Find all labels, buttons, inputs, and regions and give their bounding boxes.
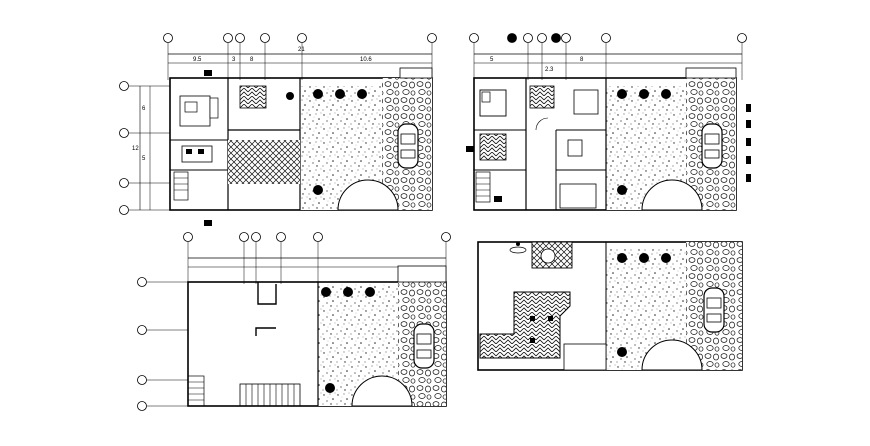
plan-2: 5 8 2.3 xyxy=(466,33,751,211)
plan-2-trees xyxy=(617,89,671,195)
plan-3-grid-bubbles-left xyxy=(137,277,188,411)
plan-2-car-icon xyxy=(701,123,723,169)
plan-2-grid-bubbles-top xyxy=(469,33,747,80)
plan-4-trees xyxy=(617,253,671,357)
plan-3-car-icon xyxy=(413,323,435,369)
plan-2-dim-top-3: 2.3 xyxy=(545,67,554,73)
plan-1-dim-left-1: 6 xyxy=(142,106,146,112)
plan-1-grid-bubbles-top xyxy=(163,33,437,80)
plan-1-trees xyxy=(286,89,367,195)
plan-1-kitchen-floor xyxy=(228,140,300,184)
plan-1-dim-left-2: 5 xyxy=(142,156,146,162)
plan-3-trees xyxy=(321,287,375,393)
plan-2-dim-top-2: 8 xyxy=(580,57,584,63)
plan-4 xyxy=(477,241,743,371)
plan-3 xyxy=(137,232,451,411)
plan-4-car-icon xyxy=(703,287,725,333)
plan-1-car-icon xyxy=(397,123,419,169)
plan-1-dim-top-2: 3 xyxy=(232,57,236,63)
plan-4-roof-details xyxy=(509,242,553,343)
plan-1-dim-top-3: 8 xyxy=(250,57,254,63)
plan-4-roof-slab xyxy=(479,291,571,359)
plan-2-side-marks xyxy=(746,104,751,182)
plan-1-dim-left-3: 12 xyxy=(132,146,139,152)
plan-2-dim-top-1: 5 xyxy=(490,57,494,63)
plan-1: 9.5 3 8 21 10.6 6 5 12 xyxy=(119,33,437,226)
plan-3-grid-bubbles-top xyxy=(183,232,451,284)
plan-1-dim-top-5: 10.6 xyxy=(360,57,372,63)
plan-1-dim-top-1: 9.5 xyxy=(193,57,202,63)
plan-1-dim-top-4: 21 xyxy=(298,47,305,53)
plan-1-grid-bubbles-left xyxy=(119,81,170,215)
